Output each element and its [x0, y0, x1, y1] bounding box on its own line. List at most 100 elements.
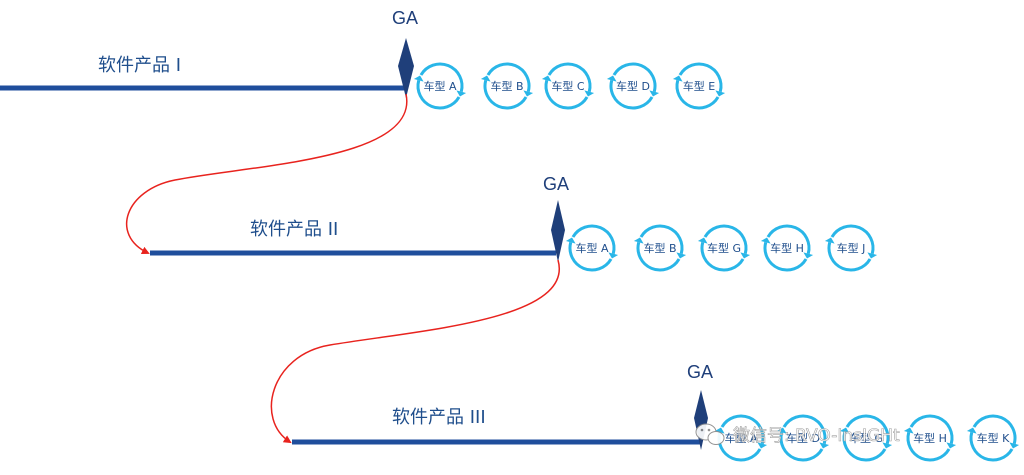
cycle-arc: [766, 224, 811, 255]
cycle-arc: [483, 79, 528, 110]
variant-cycle: [760, 224, 814, 272]
cycle-arc: [763, 241, 808, 272]
cycle-arrowhead: [413, 75, 424, 82]
cycle-arc: [416, 79, 461, 110]
cycle-arrowhead: [633, 237, 644, 244]
cycle-arrowhead: [565, 237, 576, 244]
connector-arrow-2: [270, 259, 561, 444]
variant-cycle: [697, 224, 751, 272]
variant-cycles-2: [565, 224, 878, 272]
product-label-3: 软件产品 III: [392, 407, 486, 428]
variant-cycle: [413, 62, 467, 110]
variant-cycle: [839, 414, 893, 462]
cycle-arc: [972, 414, 1017, 445]
cycle-arrowhead: [697, 237, 708, 244]
cycle-arc: [969, 431, 1014, 462]
variant-label: 车型 D: [786, 431, 820, 445]
cycle-arrowhead: [541, 75, 552, 82]
cycle-arrowhead: [1009, 442, 1020, 449]
variant-label: 车型 B: [490, 79, 523, 93]
variant-cycle: [903, 414, 957, 462]
cycle-arc: [544, 79, 589, 110]
variant-label: 车型 A: [575, 241, 608, 255]
ga-label-3: GA: [687, 362, 713, 382]
variant-label: 车型 J: [837, 241, 866, 255]
row-1: 软件产品 I GA 车型 A 车型 B 车型 C 车型 D 车型 E: [0, 8, 726, 110]
cycle-arrowhead: [456, 90, 467, 97]
cycle-arc: [486, 62, 531, 93]
connector-arrow-1: [126, 93, 408, 255]
cycle-arc: [612, 62, 657, 93]
ga-marker-2: [551, 200, 565, 262]
cycle-arrowhead: [649, 90, 660, 97]
cycle-arrowhead: [676, 252, 687, 259]
cycle-arc: [609, 79, 654, 110]
variant-cycle: [824, 224, 878, 272]
variant-label: 车型 G: [849, 431, 883, 445]
row-3: 软件产品 III GA 车型 A 车型 D 车型 G 车型 H 车型 K: [292, 362, 1020, 462]
cycle-arc: [842, 431, 887, 462]
cycle-arrowhead: [714, 427, 725, 434]
cycle-arrowhead: [608, 252, 619, 259]
cycle-arc: [720, 414, 765, 445]
cycle-arc: [782, 414, 827, 445]
cycle-arrowhead: [882, 442, 893, 449]
variant-label: 车型 E: [683, 79, 715, 93]
variant-label: 车型 H: [913, 431, 947, 445]
ga-label-1: GA: [392, 8, 418, 28]
variant-label: 车型 A: [423, 79, 456, 93]
cycle-arrowhead: [839, 427, 850, 434]
cycle-arrowhead: [903, 427, 914, 434]
cycle-arc: [636, 241, 681, 272]
cycle-arrowhead: [672, 75, 683, 82]
cycle-arc: [779, 431, 824, 462]
cycle-arrowhead: [824, 237, 835, 244]
variant-cycle: [672, 62, 726, 110]
cycle-arrowhead: [803, 252, 814, 259]
cycle-arc: [678, 62, 723, 93]
variant-cycle: [541, 62, 595, 110]
watermark: 微信号: RVO-InsIGHt: [695, 423, 900, 446]
cycle-arrowhead: [776, 427, 787, 434]
variant-label: 车型 D: [616, 79, 650, 93]
product-label-2: 软件产品 II: [250, 219, 338, 240]
variant-cycles-1: [413, 62, 726, 110]
cycle-arrowhead: [606, 75, 617, 82]
cycle-arrowhead: [946, 442, 957, 449]
product-label-1: 软件产品 I: [98, 55, 181, 76]
cycle-arc: [909, 414, 954, 445]
variant-cycle: [565, 224, 619, 272]
variant-cycle: [776, 414, 830, 462]
cycle-arrowhead: [715, 90, 726, 97]
ga-marker-1: [398, 38, 414, 98]
cycle-arc: [827, 241, 872, 272]
variant-label: 车型 K: [977, 431, 1010, 445]
variant-label: 车型 C: [551, 79, 584, 93]
cycle-arc: [906, 431, 951, 462]
cycle-arc: [639, 224, 684, 255]
watermark-text: 微信号: RVO-InsIGHt: [733, 426, 900, 446]
cycle-arrowhead: [523, 90, 534, 97]
ga-marker-3: [694, 390, 708, 450]
cycle-arc: [547, 62, 592, 93]
cycle-arrowhead: [584, 90, 595, 97]
variant-label: 车型 H: [770, 241, 804, 255]
cycle-arrowhead: [757, 442, 768, 449]
cycle-arc: [675, 79, 720, 110]
cycle-arc: [419, 62, 464, 93]
ga-label-2: GA: [543, 174, 569, 194]
variant-cycles-3: [714, 414, 1020, 462]
wechat-icon: [695, 423, 725, 445]
cycle-arrowhead: [819, 442, 830, 449]
row-2: 软件产品 II GA 车型 A 车型 B 车型 G 车型 H 车型 J: [150, 174, 878, 272]
cycle-arrowhead: [867, 252, 878, 259]
cycle-arrowhead: [480, 75, 491, 82]
cycle-arc: [568, 241, 613, 272]
cycle-arc: [571, 224, 616, 255]
cycle-arrowhead: [740, 252, 751, 259]
variant-cycle: [966, 414, 1020, 462]
cycle-arc: [830, 224, 875, 255]
variant-label: 车型 G: [707, 241, 741, 255]
cycle-arrowhead: [966, 427, 977, 434]
